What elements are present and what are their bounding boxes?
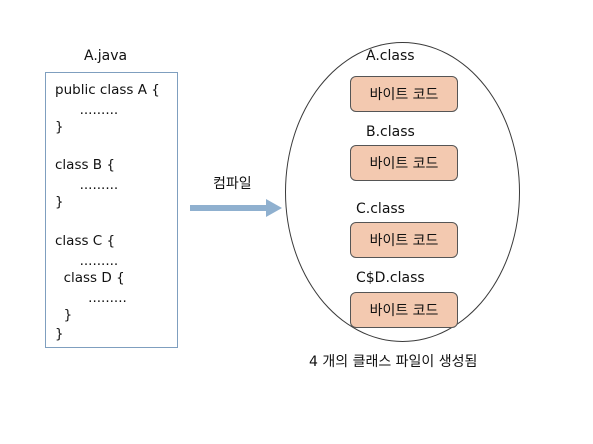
code-line: .........	[71, 253, 119, 269]
source-code-box: public class A { ......... } class B { .…	[45, 72, 178, 348]
code-line: class D {	[55, 270, 125, 286]
code-line: .........	[71, 177, 119, 193]
code-line: .........	[71, 290, 127, 306]
class-file-name: A.class	[366, 48, 415, 64]
class-file-name: C.class	[356, 201, 405, 217]
code-line: }	[55, 119, 64, 135]
code-line: class C {	[55, 233, 116, 249]
code-line: .........	[71, 102, 119, 118]
code-line: }	[55, 326, 64, 342]
output-class-files-group	[285, 42, 520, 342]
compile-label: 컴파일	[213, 176, 252, 192]
class-file-name: C$D.class	[356, 270, 425, 286]
code-line: }	[55, 307, 73, 323]
bytecode-box: 바이트 코드	[350, 145, 458, 181]
code-line: }	[55, 194, 64, 210]
source-file-title: A.java	[84, 48, 128, 64]
code-line: class B {	[55, 157, 115, 173]
class-file-name: B.class	[366, 124, 415, 140]
caption: 4 개의 클래스 파일이 생성됨	[309, 354, 478, 370]
bytecode-box: 바이트 코드	[350, 222, 458, 258]
bytecode-box: 바이트 코드	[350, 76, 458, 112]
code-line: public class A {	[55, 82, 160, 98]
compile-arrow-icon	[190, 199, 282, 217]
bytecode-box: 바이트 코드	[350, 292, 458, 328]
